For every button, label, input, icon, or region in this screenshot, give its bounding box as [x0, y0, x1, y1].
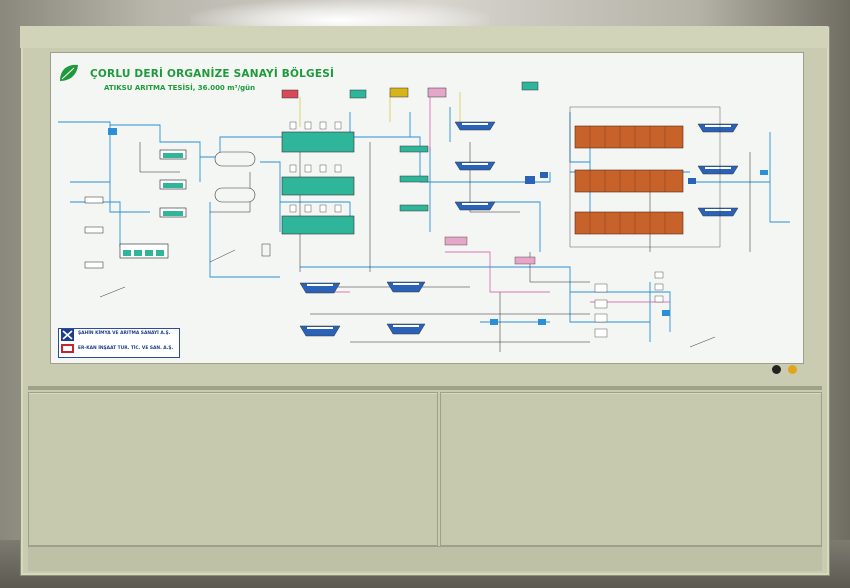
leaf-logo-icon [60, 64, 78, 81]
panel-indicator-lamp-amber[interactable] [788, 365, 797, 374]
screen-units [84, 196, 104, 269]
cabinet-plinth [28, 546, 822, 571]
panel-push-button-black[interactable] [772, 365, 781, 374]
process-flow-diagram [58, 81, 790, 352]
panel-subtitle: ATIKSU ARITMA TESİSİ, 36.000 m³/gün [104, 84, 256, 92]
erkan-logo-icon [61, 344, 74, 353]
panel-title: ÇORLU DERİ ORGANİZE SANAYİ BÖLGESİ [90, 68, 335, 80]
sahin-kimya-x-logo-icon [61, 329, 74, 341]
company1-name: ŞAHİN KİMYA VE ARITMA SANAYİ A.Ş. [78, 331, 171, 336]
cabinet-door-left[interactable] [28, 392, 438, 546]
cabinet-divider [28, 386, 822, 390]
cabinet-top-rail [20, 26, 828, 48]
denitrification-tanks [574, 125, 684, 235]
company2-name: ER-KAN İNŞAAT TUR. TİC. VE SAN. A.Ş. [78, 346, 174, 351]
company-logos-box [58, 328, 180, 358]
cabinet-door-right[interactable] [440, 392, 822, 546]
